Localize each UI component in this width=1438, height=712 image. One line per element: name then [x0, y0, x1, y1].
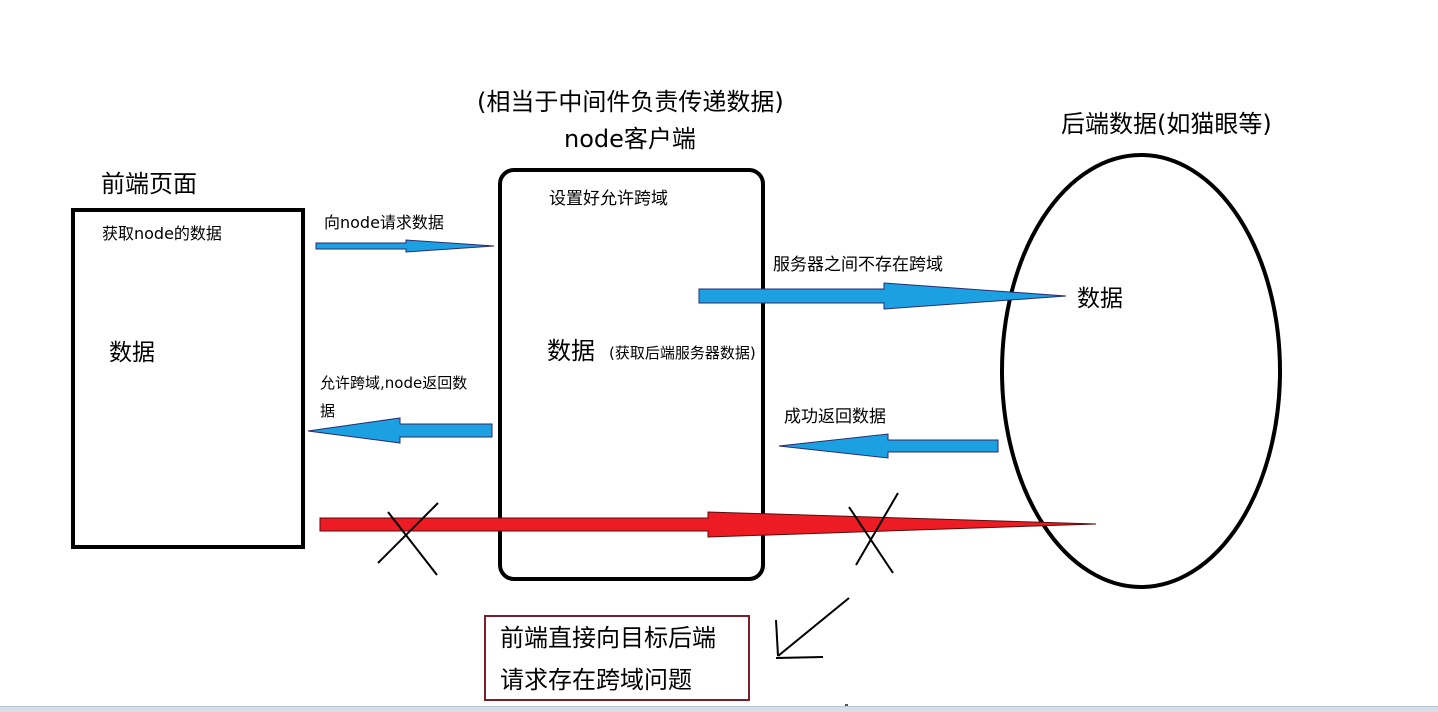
arrow-request-node: [315, 239, 495, 253]
blocked-x-mark-right: [848, 492, 899, 574]
frontend-get-node-text: 获取node的数据: [102, 224, 222, 243]
arrow-label-request-node: 向node请求数据: [324, 213, 444, 232]
arrow-label-server-no-cors: 服务器之间不存在跨域: [773, 255, 943, 275]
frontend-box: [71, 208, 305, 549]
pointer-arrow: [775, 597, 850, 659]
arrow-label-success-return: 成功返回数据: [784, 407, 886, 427]
node-box: [498, 168, 765, 581]
arrow-server-request: [698, 282, 1067, 310]
arrow-direct-request: [319, 511, 1097, 538]
node-cors-text: 设置好允许跨域: [549, 189, 668, 209]
blocked-x-mark-left: [377, 502, 439, 576]
node-data-label: 数据: [547, 337, 595, 365]
frontend-data-label: 数据: [109, 340, 155, 366]
backend-title: 后端数据(如猫眼等): [1061, 110, 1272, 138]
arrow-label-node-return: 允许跨域,node返回数据: [320, 374, 468, 420]
node-fetch-note: (获取后端服务器数据): [609, 344, 756, 362]
backend-data-label: 数据: [1077, 286, 1123, 312]
middleware-note: (相当于中间件负责传递数据): [477, 88, 784, 116]
warning-line-1: 前端直接向目标后端: [500, 624, 716, 652]
backend-ellipse: [1000, 153, 1282, 589]
warning-line-2: 请求存在跨域问题: [500, 666, 692, 694]
window-bottom-edge: [0, 706, 1438, 712]
cors-warning-box: 前端直接向目标后端 请求存在跨域问题: [484, 615, 750, 701]
arrow-node-return: [307, 417, 493, 444]
node-title: node客户端: [564, 125, 696, 153]
frontend-title: 前端页面: [101, 170, 197, 198]
arrow-success-return: [778, 433, 999, 459]
